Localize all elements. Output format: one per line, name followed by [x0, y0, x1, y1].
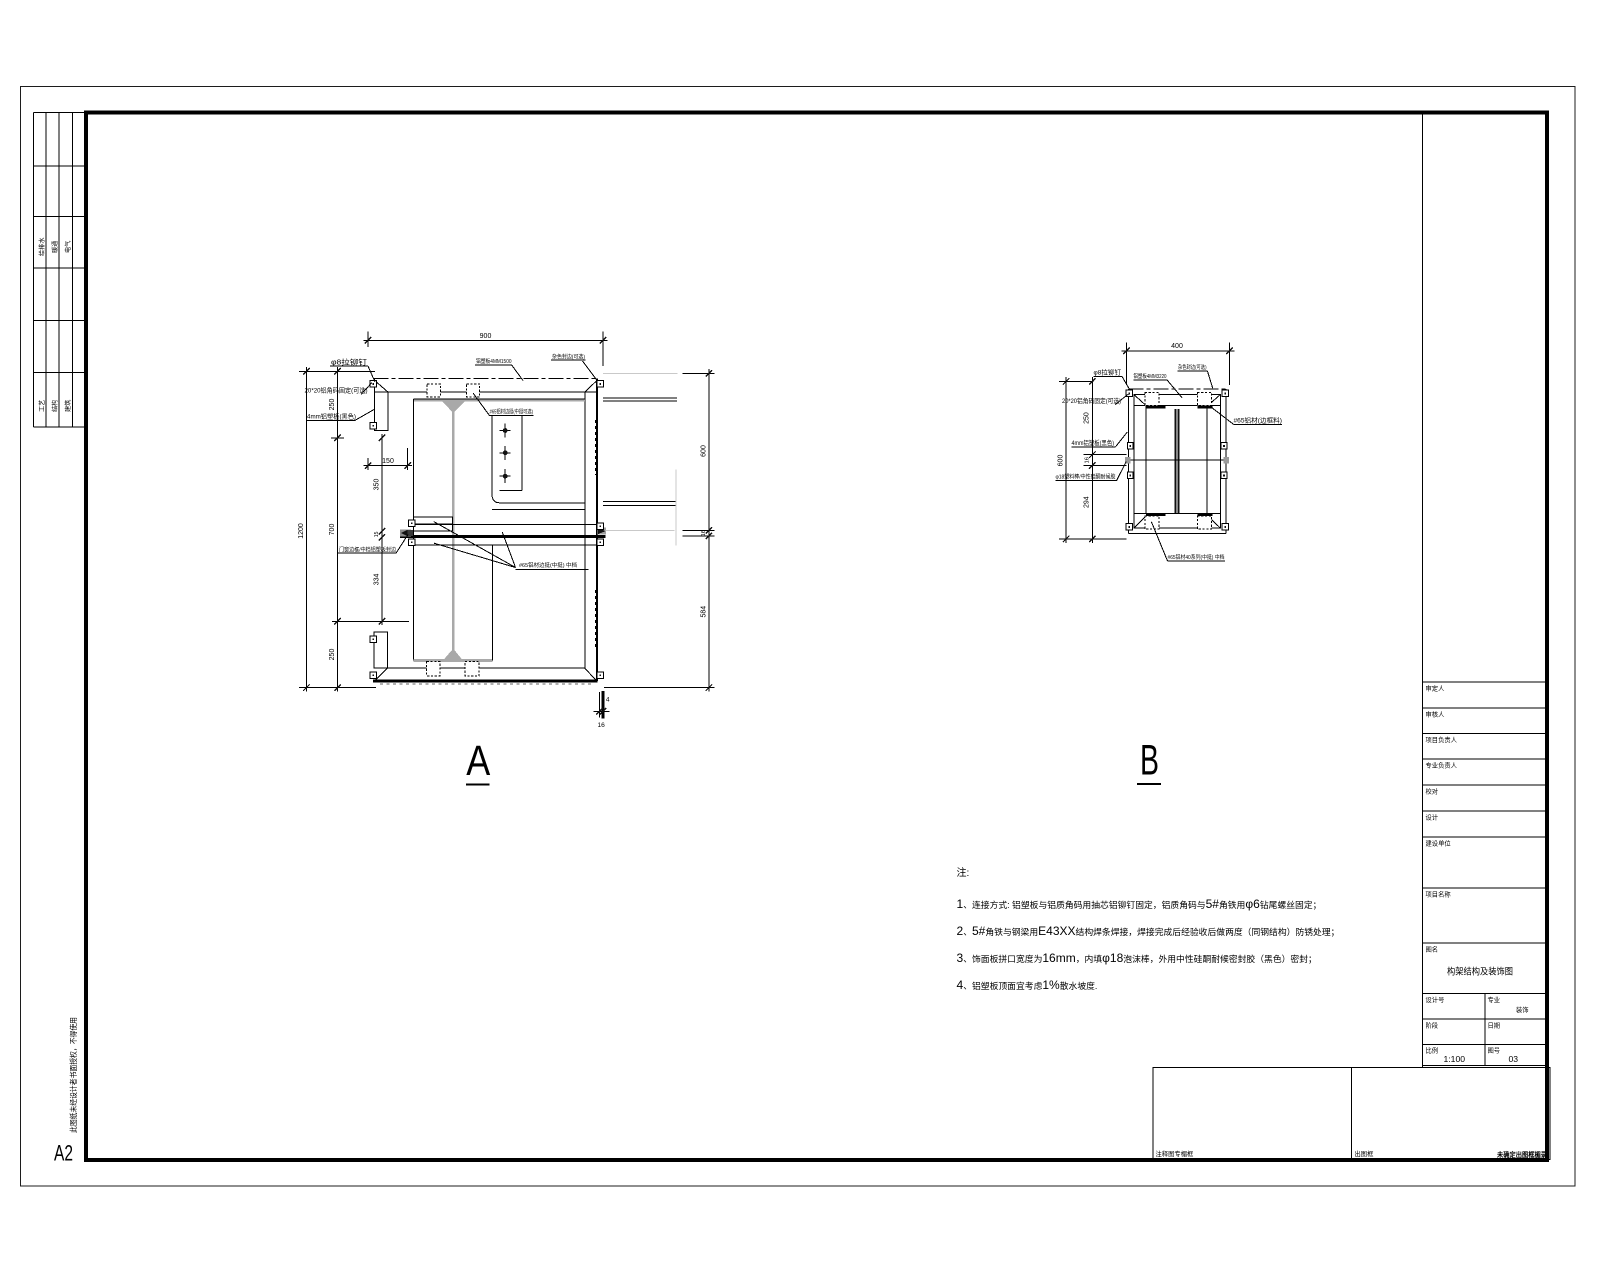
svg-text:杂色封边(可选): 杂色封边(可选)	[1178, 363, 1207, 371]
svg-text:审核人: 审核人	[1426, 710, 1446, 719]
svg-text:暖通: 暖通	[51, 241, 59, 253]
svg-text:铝塑板4MM1500: 铝塑板4MM1500	[476, 357, 512, 365]
svg-text:工艺: 工艺	[38, 400, 46, 412]
svg-text:#65铝材边挺(中挺可选): #65铝材边挺(中挺可选)	[490, 407, 534, 415]
svg-text:图名: 图名	[1426, 945, 1439, 954]
svg-text:150: 150	[382, 458, 394, 465]
svg-text:注释图专楣框: 注释图专楣框	[1156, 1149, 1194, 1158]
svg-text:审定人: 审定人	[1426, 684, 1446, 693]
svg-text:构架结构及装饰图: 构架结构及装饰图	[1447, 966, 1513, 977]
svg-text:4mm铝塑板(黑色): 4mm铝塑板(黑色)	[307, 411, 356, 420]
svg-text:图号: 图号	[1488, 1047, 1501, 1055]
svg-text:334: 334	[373, 573, 380, 585]
svg-text:20*20铝角码固定(可选): 20*20铝角码固定(可选)	[1062, 396, 1121, 405]
svg-text:A2: A2	[54, 1141, 73, 1166]
svg-text:此图纸未经设计者书面授权，不得使用: 此图纸未经设计者书面授权，不得使用	[69, 1017, 78, 1133]
svg-text:600: 600	[1058, 455, 1065, 467]
svg-text:16: 16	[598, 722, 606, 729]
svg-text:未确定出图框楣录: 未确定出图框楣录	[1496, 1150, 1547, 1159]
svg-text:1:100: 1:100	[1444, 1054, 1466, 1064]
svg-text:校对: 校对	[1426, 787, 1439, 796]
svg-text:项目名称: 项目名称	[1426, 890, 1452, 899]
svg-text:4、铝塑板顶面宜考虑1%散水坡度.: 4、铝塑板顶面宜考虑1%散水坡度.	[957, 978, 1098, 992]
svg-text:2、5#角铁与钢梁用E43XX结构焊条焊接，焊接完成后经验收: 2、5#角铁与钢梁用E43XX结构焊条焊接，焊接完成后经验收后做两度（同钢结构）…	[957, 924, 1340, 938]
svg-text:给排水: 给排水	[38, 237, 46, 256]
svg-text:250: 250	[329, 399, 336, 411]
svg-text:注:: 注:	[957, 866, 970, 879]
svg-text:1200: 1200	[298, 523, 305, 539]
svg-text:400: 400	[1171, 343, 1183, 350]
svg-text:φ8拉铆钉: φ8拉铆钉	[331, 357, 367, 366]
svg-text:4mm铝塑板(黑色): 4mm铝塑板(黑色)	[1072, 438, 1115, 447]
svg-text:电气: 电气	[64, 241, 72, 253]
svg-text:φ18塑料棒/中性硅酮耐候胶: φ18塑料棒/中性硅酮耐候胶	[1056, 473, 1116, 481]
svg-text:结构: 结构	[51, 400, 59, 412]
svg-text:建设单位: 建设单位	[1426, 839, 1452, 848]
svg-text:16: 16	[1084, 457, 1090, 463]
svg-text:门窗边框/中档铝塑板封边: 门窗边框/中档铝塑板封边	[339, 545, 396, 553]
svg-text:15: 15	[374, 531, 380, 537]
svg-text:350: 350	[373, 479, 380, 491]
svg-text:阶段: 阶段	[1426, 1021, 1439, 1030]
svg-text:3、饰面板拼口宽度为16mm，内填φ18泡沫棒，外用中性硅酮: 3、饰面板拼口宽度为16mm，内填φ18泡沫棒，外用中性硅酮耐候密封胶（黑色）密…	[957, 951, 1317, 965]
svg-text:A: A	[466, 738, 491, 785]
svg-text:294: 294	[1084, 496, 1091, 508]
svg-text:项目负责人: 项目负责人	[1426, 735, 1458, 744]
svg-text:专业: 专业	[1488, 995, 1501, 1004]
svg-text:铝塑板4MM3220: 铝塑板4MM3220	[1134, 372, 1167, 380]
svg-text:#65铝材40系列(中挺) 中档: #65铝材40系列(中挺) 中档	[1168, 553, 1225, 561]
svg-text:建筑: 建筑	[64, 399, 72, 412]
svg-text:设计: 设计	[1426, 813, 1439, 822]
svg-text:比例: 比例	[1426, 1046, 1439, 1055]
svg-text:900: 900	[480, 333, 492, 340]
svg-text:584: 584	[700, 606, 707, 618]
svg-text:700: 700	[329, 524, 336, 536]
svg-text:600: 600	[700, 445, 707, 457]
svg-text:日期: 日期	[1488, 1022, 1501, 1030]
svg-text:20*20铝角码固定(可选): 20*20铝角码固定(可选)	[305, 386, 368, 395]
svg-text:03: 03	[1509, 1054, 1519, 1064]
svg-text:装饰: 装饰	[1516, 1005, 1529, 1014]
svg-text:#65铝材边挺(中挺) 中档: #65铝材边挺(中挺) 中档	[519, 561, 577, 569]
svg-text:#65铝材(边框料): #65铝材(边框料)	[1234, 415, 1283, 424]
svg-text:B: B	[1140, 738, 1159, 785]
svg-text:250: 250	[329, 649, 336, 661]
svg-text:设计号: 设计号	[1426, 995, 1445, 1004]
svg-text:杂色封边(可选): 杂色封边(可选)	[552, 352, 585, 360]
svg-text:4: 4	[606, 697, 610, 704]
svg-text:16: 16	[701, 530, 707, 536]
svg-text:1、连接方式: 铝塑板与铝质角码用抽芯铝铆钉固定，铝质角码与: 1、连接方式: 铝塑板与铝质角码用抽芯铝铆钉固定，铝质角码与5#角铁用φ6钻尾螺…	[957, 897, 1322, 911]
svg-text:专业负责人: 专业负责人	[1426, 761, 1458, 770]
svg-text:φ8拉铆钉: φ8拉铆钉	[1094, 367, 1122, 376]
svg-text:出图框: 出图框	[1355, 1149, 1375, 1158]
svg-text:250: 250	[1084, 412, 1091, 424]
